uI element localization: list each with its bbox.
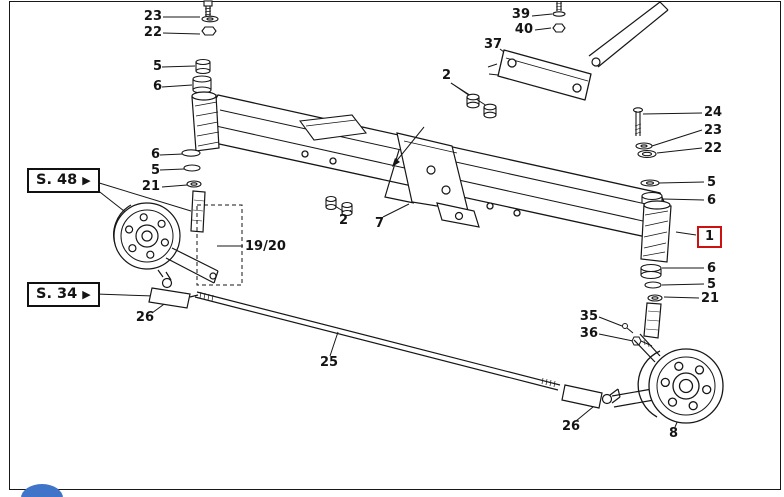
label-35: 35	[579, 309, 598, 324]
label-6-right-lower: 6	[707, 261, 717, 276]
arrow-right-icon: ▶	[82, 287, 91, 301]
cylinder-pivot-bushings	[466, 93, 497, 119]
label-23-right: 23	[704, 123, 723, 138]
label-5-right-lower: 5	[707, 277, 717, 292]
label-5-top-left: 5	[152, 59, 162, 74]
label-36: 36	[579, 326, 598, 341]
left-mid-washers	[181, 149, 202, 188]
kingpin-outline-box	[196, 204, 243, 286]
beam-top-plate	[298, 114, 368, 141]
label-6-left-mid: 6	[150, 147, 160, 162]
beam-mount-spacers	[325, 195, 353, 217]
label-23-top-left: 23	[143, 9, 162, 24]
label-26-right: 26	[562, 419, 581, 434]
label-22-right: 22	[704, 141, 723, 156]
arrow-right-icon: ▶	[82, 173, 91, 187]
pointer-arrow	[392, 126, 425, 167]
tie-rod	[194, 291, 561, 391]
right-kingpin	[643, 302, 662, 339]
label-1-axle: 1	[705, 229, 715, 244]
top-left-fastener-stack	[201, 0, 219, 36]
label-40: 40	[514, 22, 533, 37]
left-kingpin-housing	[191, 91, 220, 152]
label-2-mid: 2	[339, 213, 349, 228]
label-25-tie-rod: 25	[320, 355, 339, 370]
label-5-left-mid: 5	[150, 163, 160, 178]
label-21-right: 21	[701, 291, 720, 306]
label-6-top-left: 6	[152, 79, 162, 94]
left-tie-rod-end	[148, 269, 199, 309]
steering-arm	[588, 1, 669, 68]
right-fastener-column	[632, 107, 663, 203]
left-upper-bushings	[192, 58, 212, 94]
label-19-20: 19/20	[245, 239, 286, 254]
page-ref-s34[interactable]: S. 34 ▶	[27, 282, 100, 307]
left-kingpin	[190, 190, 206, 233]
right-kingpin-housing	[640, 200, 672, 263]
label-5-right-upper: 5	[707, 175, 717, 190]
label-26-left: 26	[135, 310, 154, 325]
label-39: 39	[511, 7, 530, 22]
label-21-left-mid: 21	[141, 179, 160, 194]
page-ref-s48[interactable]: S. 48 ▶	[27, 168, 100, 193]
label-6-right-upper: 6	[707, 193, 717, 208]
page-ref-s48-label: S. 48	[36, 172, 78, 188]
center-bracket	[384, 132, 480, 228]
left-steering-arm	[165, 247, 219, 284]
label-2-top: 2	[442, 68, 452, 83]
corner-blue-shape	[21, 484, 63, 497]
leader-lines	[95, 13, 705, 428]
steering-cylinder	[487, 49, 592, 101]
left-hub	[113, 202, 181, 270]
right-hub	[637, 348, 724, 424]
top-right-fasteners	[552, 1, 566, 33]
highlighted-part-1-badge: 1	[697, 226, 723, 248]
right-tie-rod-end	[561, 384, 621, 409]
label-8-hub: 8	[669, 426, 679, 441]
label-24-right: 24	[704, 105, 723, 120]
right-lower-bushings	[640, 263, 663, 302]
label-22-top-left: 22	[143, 25, 162, 40]
label-7-bracket: 7	[375, 216, 385, 231]
page-ref-s34-label: S. 34	[36, 286, 78, 302]
right-steering-arm	[611, 333, 661, 408]
label-37-cylinder: 37	[484, 37, 503, 52]
